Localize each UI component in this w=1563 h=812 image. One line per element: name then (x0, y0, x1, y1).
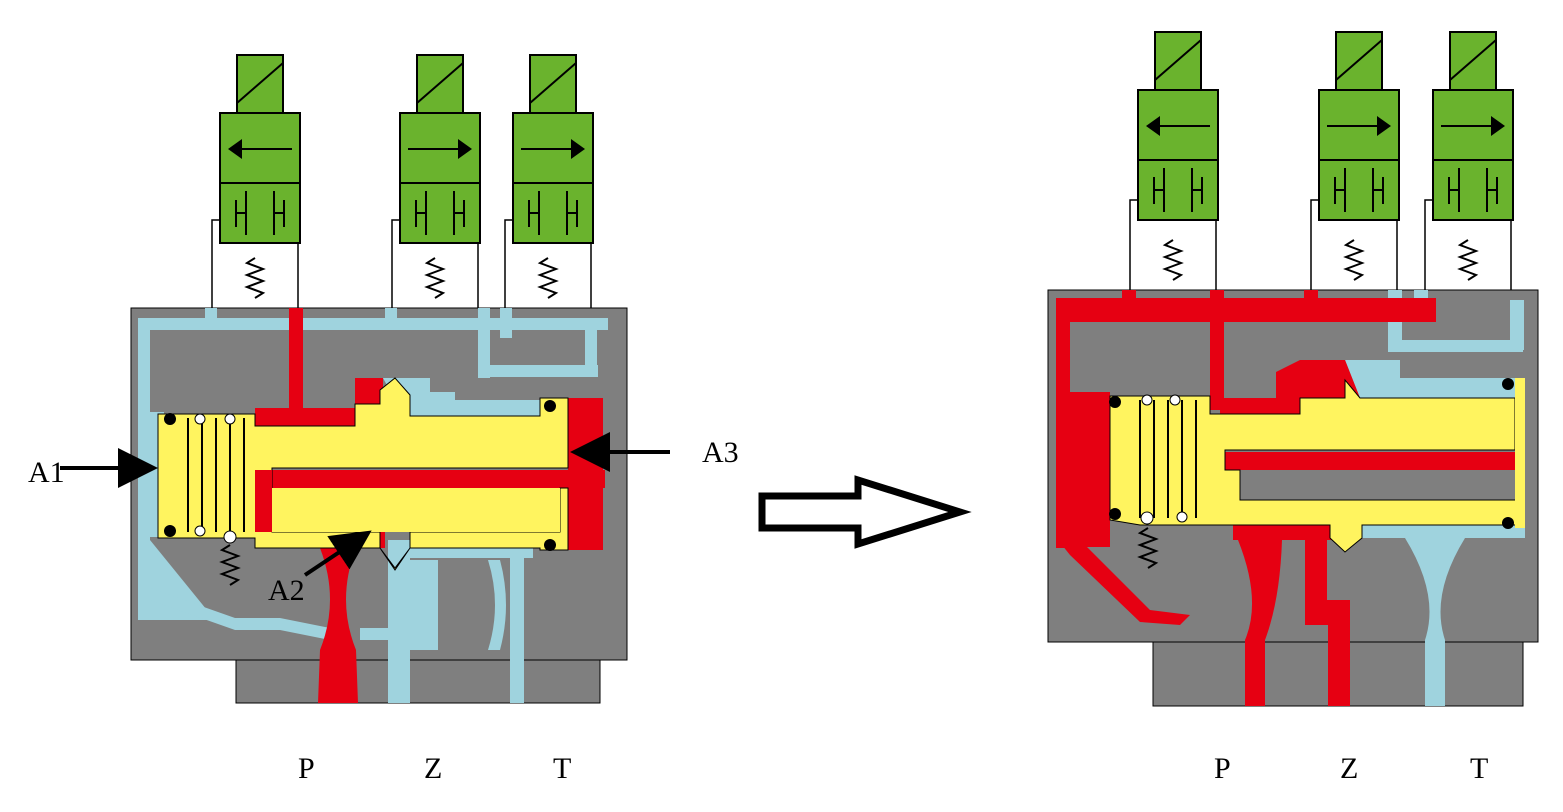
right-port-z: Z (1340, 752, 1358, 785)
label-a1: A1 (28, 456, 65, 489)
right-piston-rings (1139, 400, 1197, 518)
right-spool-end (1515, 378, 1525, 528)
label-a2: A2 (268, 574, 305, 607)
solenoid-valve-icon (1137, 31, 1219, 221)
left-port-z: Z (424, 752, 442, 785)
right-port-p: P (1214, 752, 1231, 785)
a2-arrow (303, 530, 372, 577)
right-spool (1109, 378, 1521, 553)
left-spool-red-gap (255, 470, 272, 532)
solenoid-valve-icon (399, 54, 481, 244)
left-valve (130, 54, 628, 704)
right-valve (1047, 31, 1539, 707)
solenoid-valve-icon (219, 54, 301, 244)
solenoid-valve-icon (512, 54, 594, 244)
solenoid-valve-icon (1318, 31, 1400, 221)
left-seal-dots (164, 400, 556, 551)
solenoid-valve-icon (1432, 31, 1514, 221)
left-spool-lower-land (272, 488, 560, 532)
label-a3: A3 (702, 436, 739, 469)
left-piston-rings (187, 418, 245, 532)
left-port-p: P (298, 752, 315, 785)
left-port-t: T (553, 752, 571, 785)
right-port-t: T (1470, 752, 1488, 785)
right-seal-dots (1109, 378, 1514, 529)
hollow-right-arrow-icon (758, 475, 972, 549)
left-valve-base (235, 654, 601, 704)
